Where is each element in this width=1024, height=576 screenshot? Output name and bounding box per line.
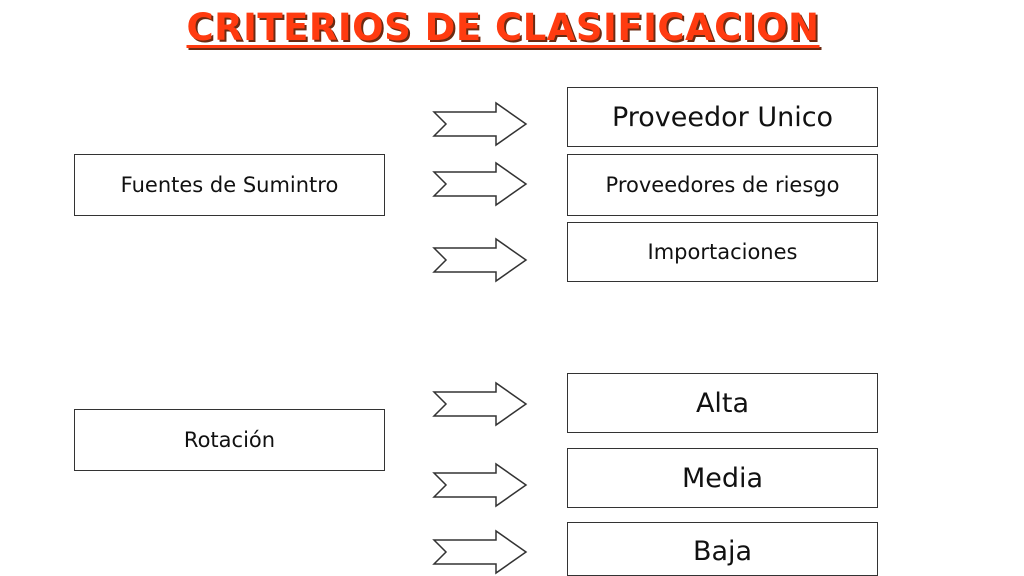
criterion-label: Fuentes de Sumintro xyxy=(120,173,339,197)
option-box: Baja xyxy=(567,522,878,576)
option-box: Media xyxy=(567,448,878,508)
option-label: Baja xyxy=(692,536,753,567)
option-box: Proveedor Unico xyxy=(567,87,878,147)
option-box: Importaciones xyxy=(567,222,878,282)
option-box: Alta xyxy=(567,373,878,433)
arrow-icon xyxy=(432,236,528,284)
arrow-icon xyxy=(432,528,528,576)
arrow-icon xyxy=(432,461,528,509)
option-label: Alta xyxy=(695,387,750,419)
arrow-icon xyxy=(432,100,528,148)
criterion-label: Rotación xyxy=(183,428,276,452)
option-label: Importaciones xyxy=(647,240,798,264)
diagram-title: CRITERIOS DE CLASIFICACION xyxy=(186,6,820,49)
option-label: Proveedores de riesgo xyxy=(605,173,840,197)
option-label: Proveedor Unico xyxy=(611,101,834,133)
criterion-box-rotacion: Rotación xyxy=(74,409,385,471)
option-box: Proveedores de riesgo xyxy=(567,154,878,216)
arrow-icon xyxy=(432,380,528,428)
option-label: Media xyxy=(681,462,764,494)
criterion-box-fuentes: Fuentes de Sumintro xyxy=(74,154,385,216)
arrow-icon xyxy=(432,160,528,208)
